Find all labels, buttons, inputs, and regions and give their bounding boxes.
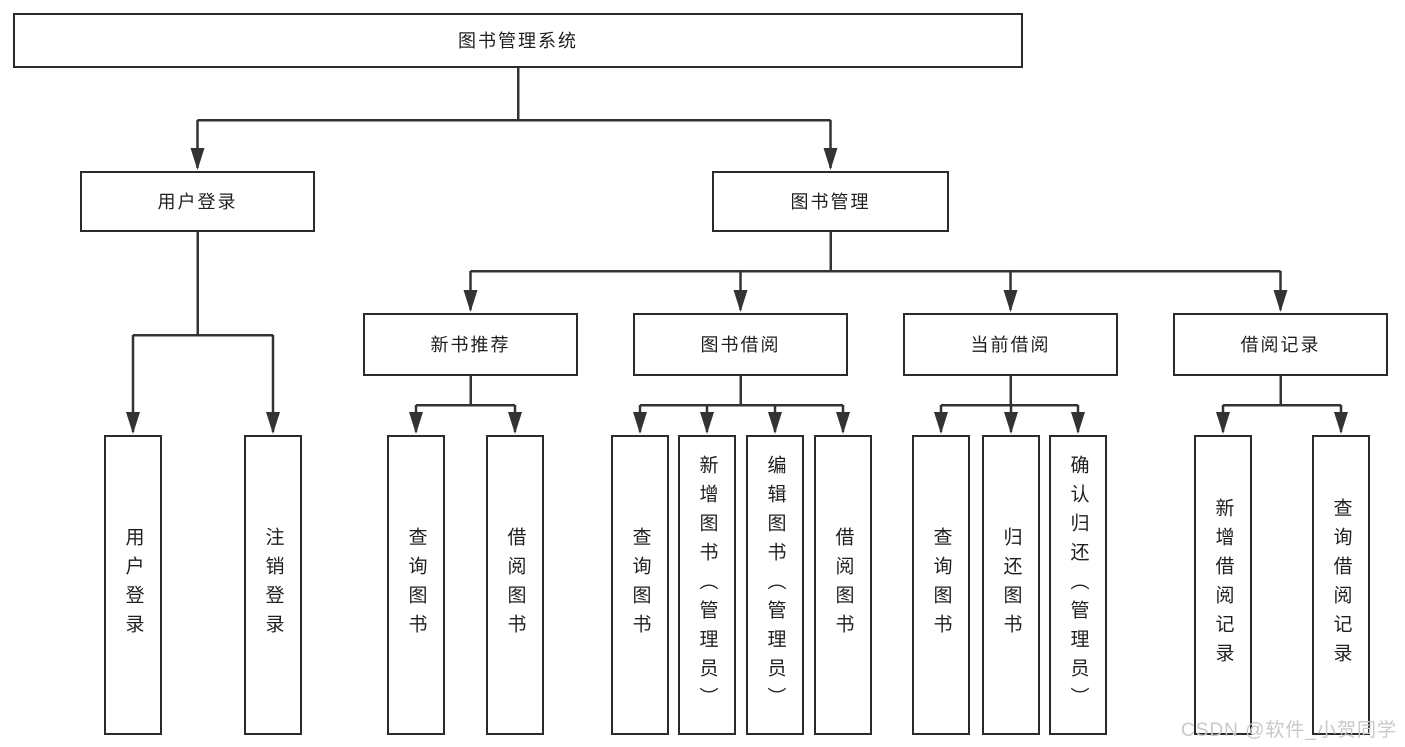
node-new-book-rec-label: 新书推荐 [430, 334, 511, 355]
node-root-label: 图书管理系统 [458, 30, 578, 51]
leaf-bb-query-books-label: 查询图书 [629, 527, 651, 643]
leaf-bb-edit-books: 编辑图书（管理员） [746, 435, 804, 735]
leaf-cb-query-books: 查询图书 [912, 435, 970, 735]
leaf-bb-add-books-label: 新增图书（管理员） [696, 454, 718, 716]
leaf-br-query-record-label: 查询借阅记录 [1330, 498, 1352, 672]
leaf-rec-query-books-label: 查询图书 [405, 527, 427, 643]
leaf-cb-query-books-label: 查询图书 [930, 527, 952, 643]
leaf-cb-confirm-return: 确认归还（管理员） [1049, 435, 1107, 735]
node-current-borrow-label: 当前借阅 [970, 334, 1051, 355]
leaf-br-query-record: 查询借阅记录 [1312, 435, 1370, 735]
leaf-br-add-record-label: 新增借阅记录 [1212, 498, 1234, 672]
leaf-user-login: 用户登录 [104, 435, 162, 735]
leaf-cb-return-books-label: 归还图书 [1000, 527, 1022, 643]
node-user-login-label: 用户登录 [157, 191, 238, 212]
leaf-bb-query-books: 查询图书 [611, 435, 669, 735]
watermark: CSDN @软件_小贺同学 [1181, 720, 1397, 741]
node-book-borrow-label: 图书借阅 [700, 334, 781, 355]
leaf-logout: 注销登录 [244, 435, 302, 735]
node-borrow-record-label: 借阅记录 [1240, 334, 1321, 355]
connector-root-split [197, 68, 831, 122]
node-user-login: 用户登录 [80, 171, 315, 232]
node-root: 图书管理系统 [13, 13, 1023, 68]
leaf-bb-borrow-books-label: 借阅图书 [832, 527, 854, 643]
node-book-borrow: 图书借阅 [633, 313, 848, 376]
leaf-bb-edit-books-label: 编辑图书（管理员） [764, 454, 786, 716]
node-book-mgmt-label: 图书管理 [790, 191, 871, 212]
connector-userlogin-split [133, 232, 273, 337]
leaf-cb-confirm-return-label: 确认归还（管理员） [1067, 454, 1089, 716]
node-borrow-record: 借阅记录 [1173, 313, 1388, 376]
leaf-rec-borrow-books-label: 借阅图书 [504, 527, 526, 643]
leaf-logout-label: 注销登录 [262, 527, 284, 643]
connector-newbook-split [416, 376, 515, 407]
leaf-bb-add-books: 新增图书（管理员） [678, 435, 736, 735]
leaf-br-add-record: 新增借阅记录 [1194, 435, 1252, 735]
leaf-cb-return-books: 归还图书 [982, 435, 1040, 735]
leaf-rec-query-books: 查询图书 [387, 435, 445, 735]
connector-bookmgmt-split [470, 232, 1281, 273]
leaf-rec-borrow-books: 借阅图书 [486, 435, 544, 735]
connector-borrow-split [640, 376, 843, 407]
leaf-bb-borrow-books: 借阅图书 [814, 435, 872, 735]
connector-record-split [1223, 376, 1341, 407]
node-book-mgmt: 图书管理 [712, 171, 949, 232]
node-current-borrow: 当前借阅 [903, 313, 1118, 376]
leaf-user-login-label: 用户登录 [122, 527, 144, 643]
node-new-book-rec: 新书推荐 [363, 313, 578, 376]
connector-current-split [941, 376, 1078, 407]
